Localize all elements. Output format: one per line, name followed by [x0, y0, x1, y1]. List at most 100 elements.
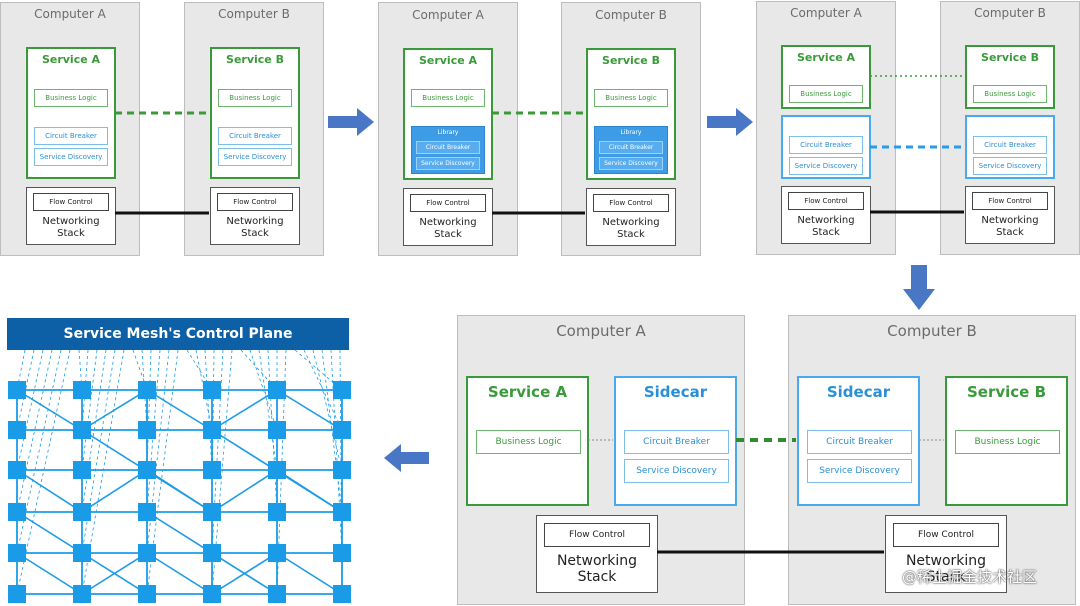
mesh-node — [268, 461, 286, 479]
mesh-link — [276, 469, 343, 513]
flow-control-box: Flow Control — [217, 193, 293, 211]
panel2-computer-a: Computer A Service A Business Logic Libr… — [378, 2, 518, 256]
networking-stack-box: Flow Control Networking Stack — [403, 188, 493, 246]
library-box: Circuit Breaker Service Discovery — [781, 115, 871, 179]
service-title: Service B — [602, 54, 660, 67]
mesh-node — [8, 503, 26, 521]
library-label: Library — [437, 129, 459, 136]
control-plane-link — [16, 349, 26, 391]
mesh-node — [333, 421, 351, 439]
mesh-link — [211, 552, 278, 595]
mesh-link — [146, 511, 278, 595]
circuit-breaker-box: Circuit Breaker — [789, 136, 863, 154]
control-plane-link — [312, 349, 343, 471]
control-plane-link — [146, 349, 152, 471]
mesh-node — [268, 381, 286, 399]
networking-stack-label: Networking Stack — [905, 553, 987, 586]
service-discovery-box: Service Discovery — [807, 459, 912, 483]
control-plane-link — [294, 349, 343, 391]
computer-title: Computer B — [595, 8, 667, 22]
service-discovery-box: Service Discovery — [599, 157, 663, 170]
computer-title: Computer A — [556, 322, 646, 340]
control-plane-link — [78, 349, 83, 391]
control-plane-link — [276, 349, 287, 595]
mesh-node — [333, 544, 351, 562]
flow-control-box: Flow Control — [410, 194, 486, 212]
arrow-right-icon — [328, 108, 374, 136]
flow-control-box: Flow Control — [788, 192, 864, 210]
mesh-link — [81, 389, 148, 431]
business-logic-box: Business Logic — [594, 89, 668, 107]
business-logic-box: Business Logic — [973, 85, 1047, 103]
mesh-node — [73, 544, 91, 562]
control-plane-link — [81, 349, 125, 595]
library-box: Library Circuit Breaker Service Discover… — [594, 126, 668, 174]
mesh-link — [146, 552, 213, 595]
library-label: Library — [620, 129, 642, 136]
mesh-node — [333, 461, 351, 479]
service-title: Service B — [966, 383, 1046, 401]
circuit-breaker-box: Circuit Breaker — [218, 127, 292, 145]
networking-stack-label: Networking Stack — [797, 215, 855, 238]
control-plane-link — [249, 349, 278, 431]
networking-stack-label: Networking Stack — [981, 215, 1039, 238]
business-logic-box: Business Logic — [34, 89, 108, 107]
service-a-box: Service A Business Logic Circuit Breaker… — [26, 47, 116, 179]
mesh-node — [203, 544, 221, 562]
flow-control-box: Flow Control — [972, 192, 1048, 210]
mesh-link — [276, 389, 343, 431]
circuit-breaker-box: Circuit Breaker — [624, 430, 729, 454]
business-logic-box: Business Logic — [476, 430, 581, 454]
panel3-computer-b: Computer B Service B Business Logic Circ… — [940, 1, 1080, 255]
service-discovery-box: Service Discovery — [416, 157, 480, 170]
control-plane-link — [16, 349, 53, 513]
control-plane-link — [146, 349, 161, 513]
control-plane-link — [16, 349, 71, 595]
circuit-breaker-box: Circuit Breaker — [973, 136, 1047, 154]
panel4-computer-a: Computer A Service A Business Logic Side… — [457, 315, 745, 605]
control-plane-link — [211, 349, 224, 554]
networking-stack-box: Flow Control Networking Stack — [26, 187, 116, 245]
service-title: Service A — [41, 53, 101, 66]
mesh-node — [268, 544, 286, 562]
networking-stack-box: Flow Control Networking Stack — [965, 186, 1055, 244]
flow-control-box: Flow Control — [33, 193, 109, 211]
service-b-box: Service B Business Logic — [965, 45, 1055, 109]
service-title: Service A — [796, 51, 856, 64]
mesh-node — [8, 421, 26, 439]
mesh-node — [203, 381, 221, 399]
control-plane-link — [81, 349, 116, 554]
mesh-link — [146, 469, 213, 513]
control-plane-link — [211, 349, 215, 513]
control-plane-link — [204, 349, 213, 471]
mesh-node — [138, 381, 156, 399]
library-box: Library Circuit Breaker Service Discover… — [411, 126, 485, 174]
control-plane-link — [146, 349, 170, 554]
mesh-node — [138, 461, 156, 479]
circuit-breaker-box: Circuit Breaker — [807, 430, 912, 454]
networking-stack-box: Flow Control Networking Stack — [586, 188, 676, 246]
mesh-node — [138, 585, 156, 603]
mesh-node — [203, 461, 221, 479]
networking-stack-box: Flow Control Networking Stack — [536, 515, 658, 593]
library-box: Circuit Breaker Service Discovery — [965, 115, 1055, 179]
arrow-right-icon — [707, 108, 753, 136]
control-plane-link — [339, 349, 343, 595]
business-logic-box: Business Logic — [411, 89, 485, 107]
computer-title: Computer A — [34, 7, 106, 21]
control-plane-link — [16, 349, 35, 431]
networking-stack-label: Networking Stack — [419, 217, 477, 240]
control-plane-link — [186, 349, 213, 391]
service-a-box: Service A Business Logic Library Circuit… — [403, 48, 493, 180]
networking-stack-box: Flow Control Networking Stack — [210, 187, 300, 245]
mesh-link — [16, 469, 83, 513]
control-plane-title: Service Mesh's Control Plane — [63, 326, 293, 342]
networking-stack-box: Flow Control Networking Stack — [781, 186, 871, 244]
computer-title: Computer A — [412, 8, 484, 22]
service-discovery-box: Service Discovery — [34, 148, 108, 166]
networking-stack-label: Networking Stack — [42, 216, 100, 239]
mesh-link — [276, 552, 343, 595]
computer-title: Computer B — [887, 322, 977, 340]
networking-stack-box: Flow Control Networking Stack — [885, 515, 1007, 593]
mesh-node — [73, 585, 91, 603]
